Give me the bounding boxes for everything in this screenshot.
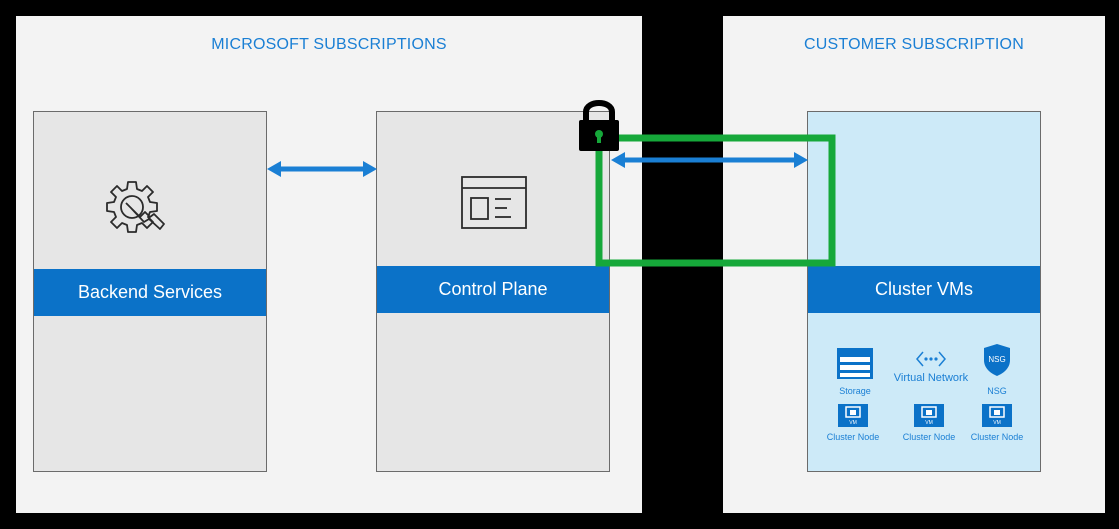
- backend-services-label: Backend Services: [34, 269, 266, 316]
- microsoft-subscriptions-title: MICROSOFT SUBSCRIPTIONS: [211, 36, 447, 53]
- storage-label: Storage: [839, 386, 871, 396]
- backend-services-panel: Backend Services: [33, 111, 267, 472]
- cluster-node-label: Cluster Node: [902, 432, 956, 442]
- secure-channel-outline: [595, 134, 836, 267]
- storage-icon: [837, 348, 873, 379]
- control-plane-panel: Control Plane: [376, 111, 610, 472]
- cluster-node-vm-icon: VM: [838, 404, 868, 427]
- cluster-node-label: Cluster Node: [970, 432, 1024, 442]
- cluster-vms-panel: Cluster VMs Storage Virtual Network NSG …: [807, 111, 1041, 472]
- gear-wrench-icon: [106, 181, 165, 233]
- control-cluster-arrow: [611, 152, 808, 168]
- virtual-network-icon: [916, 351, 946, 367]
- nsg-shield-icon: NSG: [984, 344, 1010, 376]
- vm-badge-text: VM: [849, 420, 857, 426]
- nsg-badge-text: NSG: [988, 355, 1005, 364]
- backend-control-arrow: [267, 161, 377, 177]
- cluster-node-label: Cluster Node: [826, 432, 880, 442]
- vm-badge-text: VM: [993, 420, 1001, 426]
- vm-badge-text: VM: [925, 420, 933, 426]
- cluster-node-vm-icon: VM: [982, 404, 1012, 427]
- cluster-vms-label: Cluster VMs: [808, 266, 1040, 313]
- virtual-network-label: Virtual Network: [893, 372, 969, 384]
- control-plane-label: Control Plane: [377, 266, 609, 313]
- cluster-node-vm-icon: VM: [914, 404, 944, 427]
- lock-icon: [579, 100, 619, 151]
- nsg-label: NSG: [987, 386, 1007, 396]
- customer-subscription-title: CUSTOMER SUBSCRIPTION: [804, 36, 1024, 53]
- window-icon: [461, 176, 527, 229]
